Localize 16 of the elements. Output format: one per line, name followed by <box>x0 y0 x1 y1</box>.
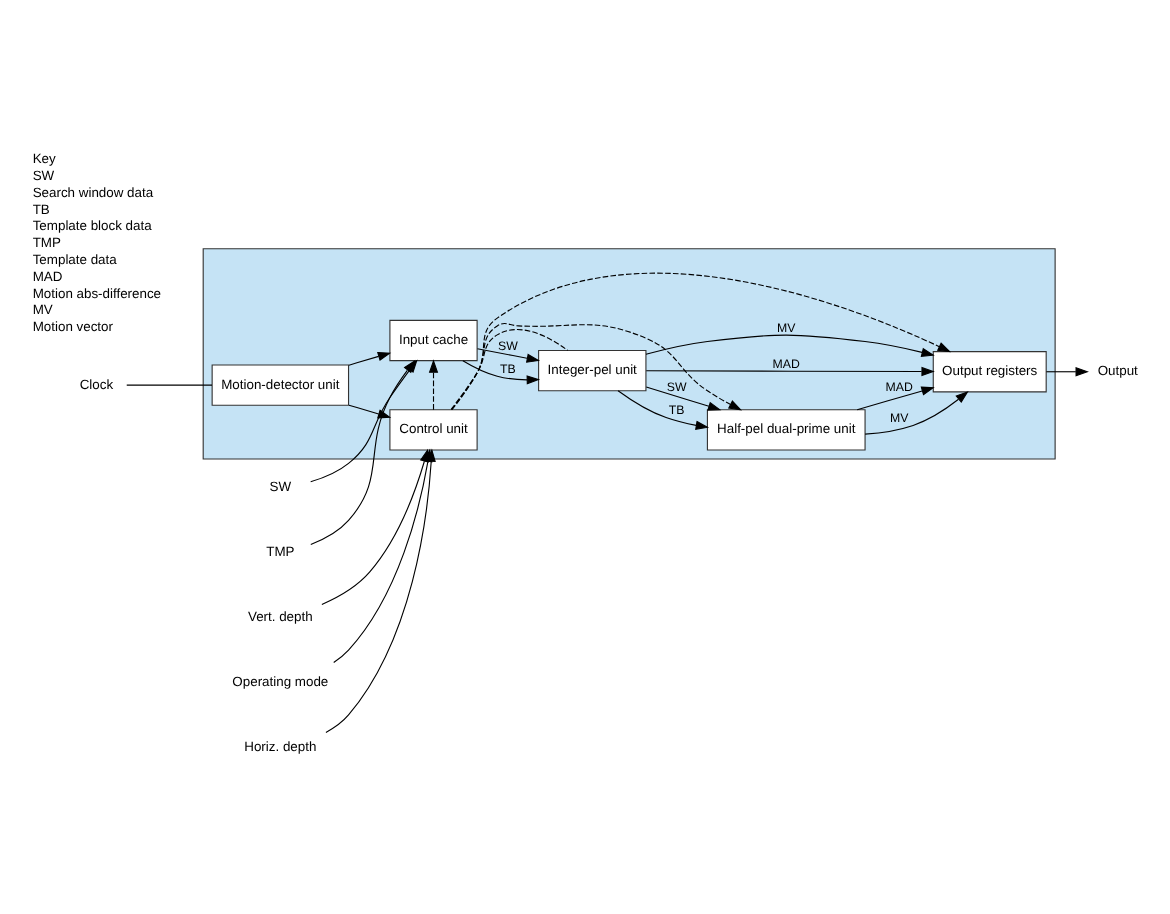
arrow <box>462 360 541 385</box>
cluster <box>202 248 1056 460</box>
arrow <box>856 386 935 411</box>
arrow <box>451 272 952 411</box>
arrow <box>1045 367 1089 377</box>
connector <box>450 329 569 410</box>
arrow <box>645 366 935 377</box>
arrow <box>617 390 710 430</box>
arrow <box>864 390 969 435</box>
arrow <box>645 334 935 357</box>
arrow <box>645 386 722 411</box>
arrow <box>451 322 743 411</box>
arrow <box>428 359 439 411</box>
arrow <box>476 348 541 363</box>
connector <box>126 384 213 386</box>
arrow <box>348 351 392 366</box>
